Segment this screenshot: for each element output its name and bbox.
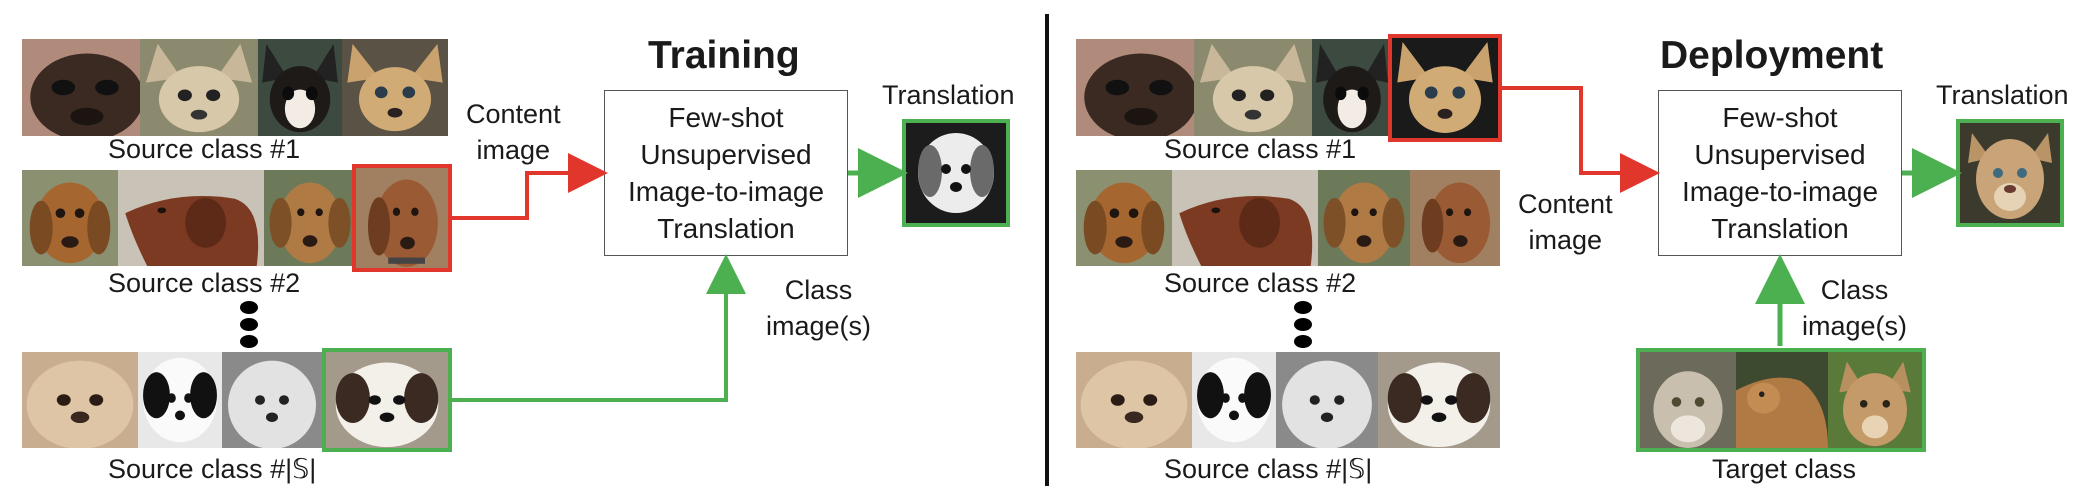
hound-photo-3	[1318, 170, 1410, 266]
ellipsis-dot	[1294, 318, 1312, 331]
class-images-label-line: Class	[1820, 275, 1889, 305]
box-line: Few-shot	[668, 102, 784, 133]
hound-photo-1	[22, 170, 118, 266]
ellipsis-dot	[1294, 301, 1312, 314]
translation-label: Translation	[882, 80, 1015, 110]
shihtzu-photo-1	[22, 352, 138, 448]
hound-photo-1	[1076, 170, 1172, 266]
deployment-arrows	[1502, 86, 1962, 346]
class-images-label-line: image(s)	[766, 311, 872, 341]
content-image-label-line: image	[476, 135, 551, 165]
class-image-highlight	[322, 348, 452, 452]
class-arrow	[452, 254, 746, 402]
chihuahua-photo-4	[342, 39, 448, 136]
shihtzu-photo-3	[1276, 352, 1378, 448]
ellipsis-dot	[1294, 335, 1312, 348]
shihtzu-photo-3	[222, 352, 322, 448]
hound-photo-2	[1172, 170, 1318, 266]
class-images-label-line: Class	[784, 275, 853, 305]
shihtzu-photo-2	[138, 352, 222, 448]
class-images-label: Class image(s)	[1802, 272, 1907, 344]
source-class-1-label: Source class #1	[108, 134, 301, 164]
panel-divider	[1045, 14, 1049, 486]
source-class-2-label: Source class #2	[108, 268, 301, 298]
content-image-label: Content image	[466, 96, 561, 168]
source-class-1-label: Source class #1	[1164, 134, 1357, 164]
translated-lion-photo	[1960, 123, 2060, 223]
box-line: Unsupervised	[1694, 139, 1866, 170]
target-class-frame	[1636, 348, 1926, 452]
box-line: Few-shot	[1722, 102, 1838, 133]
box-line: Image-to-image	[1681, 176, 1879, 207]
chihuahua-content-photo	[1392, 37, 1498, 138]
content-arrow	[452, 153, 608, 220]
chihuahua-photo-3	[1312, 39, 1392, 136]
box-line: Translation	[1711, 213, 1849, 244]
translated-shihtzu-photo	[906, 123, 1006, 223]
training-arrows	[452, 148, 908, 402]
chihuahua-photo-1	[1076, 39, 1194, 136]
funit-box: Few-shot Unsupervised Image-to-image Tra…	[604, 90, 848, 256]
content-image-label-line: Content	[1518, 189, 1613, 219]
ellipsis-dot	[240, 335, 258, 348]
shihtzu-photo-4	[1378, 352, 1500, 448]
chihuahua-photo-3	[258, 39, 342, 136]
cougar-photo-2	[1736, 352, 1828, 448]
hound-photo-4	[1410, 170, 1500, 266]
cougar-photo-1	[1640, 352, 1736, 448]
box-line: Unsupervised	[640, 139, 812, 170]
shihtzu-class-photo	[326, 352, 448, 448]
ellipsis-dot	[240, 318, 258, 331]
box-line: Translation	[657, 213, 795, 244]
cougar-photo-3	[1828, 352, 1922, 448]
shihtzu-photo-2	[1192, 352, 1276, 448]
hound-photo-2	[118, 170, 264, 266]
content-image-label-line: image	[1528, 225, 1603, 255]
target-class-label: Target class	[1712, 454, 1857, 484]
ellipsis-dot	[240, 301, 258, 314]
content-image-highlight	[1388, 34, 1502, 142]
deployment-title: Deployment	[1660, 34, 1884, 77]
chihuahua-photo-2	[140, 39, 258, 136]
content-image-highlight	[352, 164, 452, 272]
content-image-label-line: Content	[466, 99, 561, 129]
source-class-n-label: Source class #|𝕊|	[1164, 454, 1373, 484]
box-line: Image-to-image	[627, 176, 825, 207]
shihtzu-photo-1	[1076, 352, 1192, 448]
training-title: Training	[648, 34, 800, 77]
translation-label: Translation	[1936, 80, 2069, 110]
hound-photo-3	[264, 170, 356, 266]
chihuahua-photo-2	[1194, 39, 1312, 136]
class-images-label-line: image(s)	[1802, 311, 1908, 341]
chihuahua-photo-1	[22, 39, 140, 136]
class-images-label: Class image(s)	[766, 272, 871, 344]
content-arrow	[1502, 86, 1660, 193]
source-class-2-label: Source class #2	[1164, 268, 1357, 298]
content-image-label: Content image	[1518, 186, 1613, 258]
source-class-n-label: Source class #|𝕊|	[108, 454, 317, 484]
hound-content-photo	[356, 166, 448, 270]
